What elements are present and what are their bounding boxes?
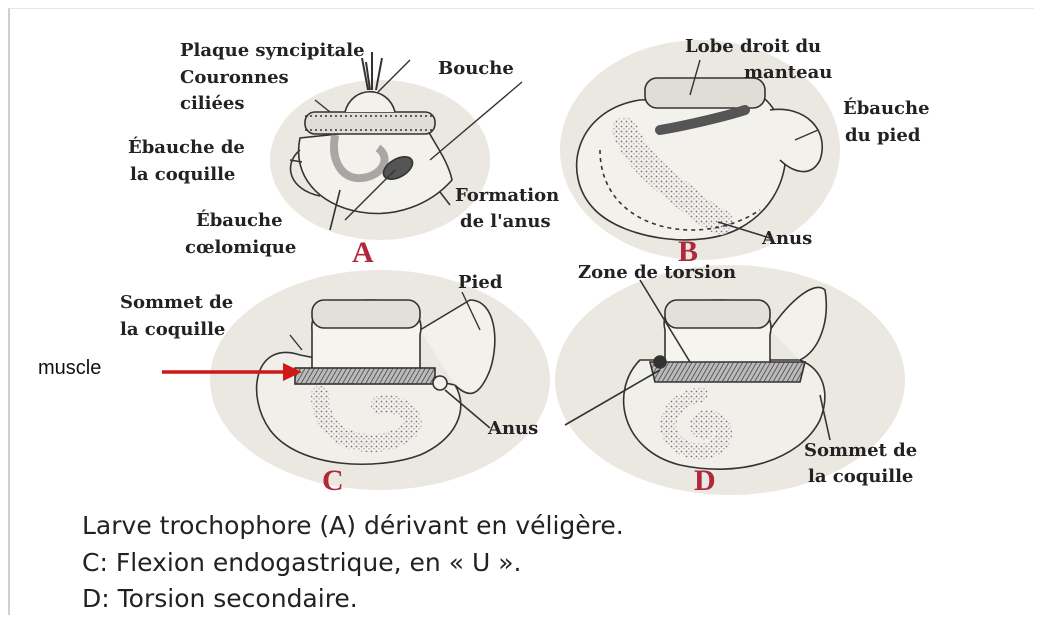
larva-d-velum bbox=[665, 300, 770, 328]
caption-line-2: C: Flexion endogastrique, en « U ». bbox=[82, 545, 521, 581]
label-plaque-syncipitale: Plaque syncipitale bbox=[180, 40, 365, 62]
label-sommet-coquille-c-1: Sommet de bbox=[120, 292, 233, 314]
larva-c-muscle-band bbox=[295, 368, 435, 384]
caption-line-1: Larve trochophore (A) dérivant en véligè… bbox=[82, 508, 624, 544]
label-pied-c: Pied bbox=[458, 272, 502, 294]
panel-letter-a: A bbox=[352, 238, 374, 268]
label-ebauche-pied-1: Ébauche bbox=[843, 98, 930, 120]
label-zone-torsion: Zone de torsion bbox=[578, 262, 736, 284]
label-ebauche-coelomique-2: cœlomique bbox=[185, 237, 296, 259]
label-lobe-droit-2: manteau bbox=[744, 62, 832, 84]
label-ebauche-coquille-1: Ébauche de bbox=[128, 137, 245, 159]
panel-letter-d: D bbox=[694, 466, 716, 496]
caption-line-3: D: Torsion secondaire. bbox=[82, 581, 358, 617]
larva-b-shell bbox=[577, 95, 786, 240]
label-lobe-droit-1: Lobe droit du bbox=[685, 36, 821, 58]
label-couronnes-ciliees-2: ciliées bbox=[180, 93, 245, 115]
label-formation-anus-1: Formation bbox=[455, 185, 559, 207]
larva-c-velum bbox=[312, 300, 420, 328]
label-sommet-coquille-d-2: la coquille bbox=[808, 466, 913, 488]
label-anus-b: Anus bbox=[762, 228, 812, 250]
panel-a-drawing bbox=[270, 52, 490, 240]
label-sommet-coquille-c-2: la coquille bbox=[120, 319, 225, 341]
larva-d-anus-opening bbox=[654, 356, 666, 368]
larva-c-anus-opening bbox=[433, 376, 447, 390]
label-sommet-coquille-d-1: Sommet de bbox=[804, 440, 917, 462]
label-ebauche-coquille-2: la coquille bbox=[130, 164, 235, 186]
label-ebauche-pied-2: du pied bbox=[845, 125, 920, 147]
label-couronnes-ciliees-1: Couronnes bbox=[180, 67, 289, 89]
label-muscle: muscle bbox=[38, 357, 101, 380]
label-anus-c: Anus bbox=[488, 418, 538, 440]
larva-d-muscle-band bbox=[650, 362, 805, 382]
panel-c-drawing bbox=[210, 270, 550, 490]
label-formation-anus-2: de l'anus bbox=[460, 211, 551, 233]
panel-letter-c: C bbox=[322, 466, 344, 496]
label-bouche: Bouche bbox=[438, 58, 514, 80]
label-ebauche-coelomique-1: Ébauche bbox=[196, 210, 283, 232]
